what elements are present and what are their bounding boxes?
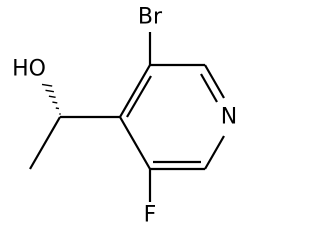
double-bond-inner-c3-c4	[126, 75, 152, 118]
hashed-wedge-bond-chiral-c-oh	[41, 83, 61, 115]
bond-c6-n	[204, 135, 225, 170]
atom-label-bromine: Br	[138, 5, 163, 30]
molecule-diagram: Br HO N F	[12, 5, 237, 228]
bond-chiral-c-methyl	[29, 116, 61, 170]
molecule-canvas: Br HO N F	[12, 4, 238, 228]
bond-c4-c5	[119, 116, 151, 170]
atom-label-fluorine: F	[144, 203, 157, 228]
atom-label-hydroxyl: HO	[12, 57, 46, 82]
bond-c3-c4	[119, 64, 151, 118]
atom-label-nitrogen: N	[221, 105, 237, 130]
bond-n-c2	[204, 64, 225, 99]
double-bond-inner-n-c2	[200, 73, 218, 103]
